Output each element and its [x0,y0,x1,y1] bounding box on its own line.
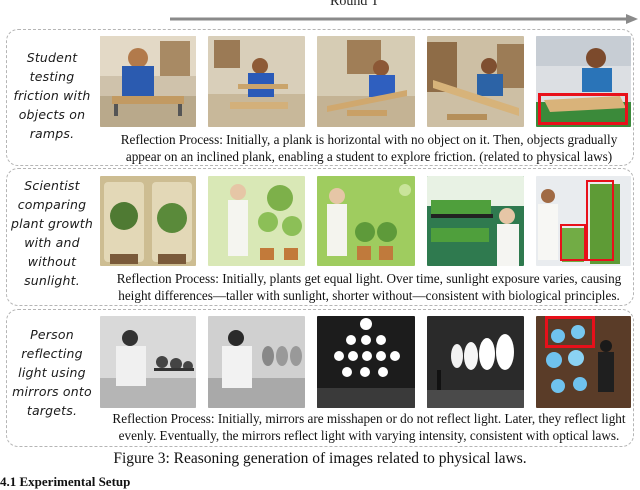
panel-plants-reflection: Reflection Process: Initially, plants ge… [116,271,622,303]
round-arrow-icon [170,14,638,24]
scientist-plants-image-5 [536,176,631,266]
section-heading: 4.1 Experimental Setup [0,474,131,489]
desc-line: reflecting [21,346,83,361]
round-label: Round T [330,0,380,9]
light-dots-image-3 [317,316,415,408]
figure-caption: Figure 3: Reasoning generation of images… [113,450,527,467]
student-classroom-image-2 [208,36,305,127]
scientist-trays-image-4 [427,176,524,266]
desc-line: Student [26,50,78,65]
mirror-room-image-1 [100,316,196,408]
student-classroom-image-3 [317,36,415,127]
light-wall-image-4 [427,316,524,408]
light-panel-image-5 [536,316,631,408]
highlight-box [560,224,586,261]
desc-line: Person [30,327,74,342]
desc-line: objects on [18,107,86,122]
highlight-box [545,316,595,348]
panel-plants-description: Scientist comparing plant growth with an… [6,176,98,290]
round-header: Round T [170,0,640,28]
desc-line: plant growth [10,216,94,231]
desc-line: mirrors onto [12,384,92,399]
student-ramp-image-5 [536,36,631,127]
student-ramp-image-4 [427,36,524,127]
desc-line: without [27,254,77,269]
desc-line: light using [18,365,86,380]
desc-line: testing [29,69,75,84]
panel-friction-description: Student testing friction with objects on… [6,48,98,143]
desc-line: targets. [26,403,78,418]
highlight-box [586,180,614,261]
panel-friction-reflection: Reflection Process: Initially, a plank i… [120,132,618,164]
desc-line: sunlight. [24,273,80,288]
scientist-plants-image-3 [317,176,415,266]
desc-line: ramps. [29,126,75,141]
desc-line: with and [24,235,80,250]
desc-line: comparing [17,197,87,212]
plant-jars-image-1 [100,176,196,266]
panel-mirrors-reflection: Reflection Process: Initially, mirrors a… [112,411,626,443]
desc-line: friction with [13,88,91,103]
student-classroom-image-1 [100,36,196,127]
highlight-box [538,93,628,125]
panel-mirrors-description: Person reflecting light using mirrors on… [6,325,98,420]
scientist-plants-image-2 [208,176,305,266]
desc-line: Scientist [24,178,80,193]
mirror-room-image-2 [208,316,305,408]
